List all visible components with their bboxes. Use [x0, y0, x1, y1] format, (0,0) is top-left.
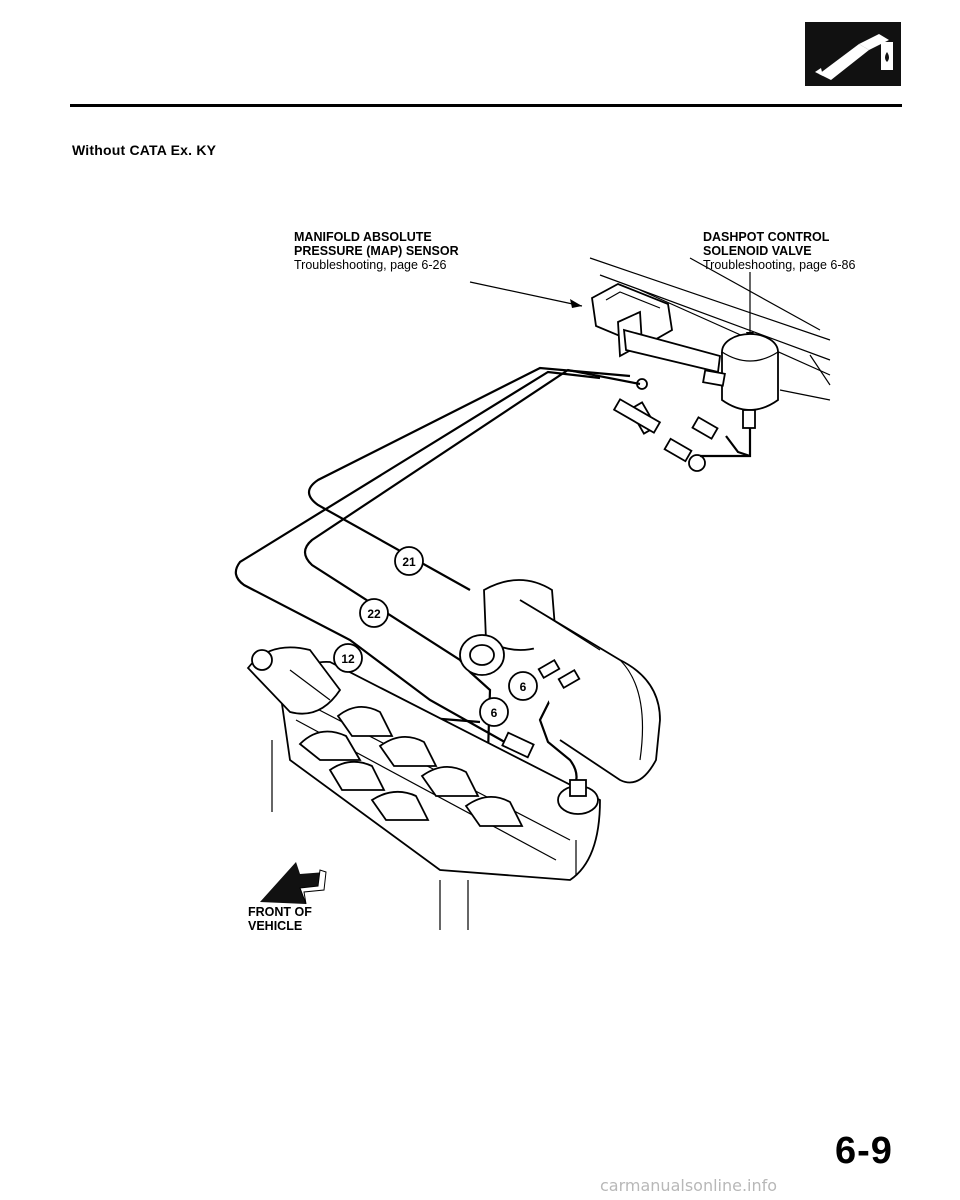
map-sensor-reference: Troubleshooting, page 6-26 — [294, 258, 447, 272]
hose-badge-22: 22 — [359, 598, 389, 628]
vacuum-fitting — [501, 658, 599, 815]
front-of-vehicle-label: FRONT OF VEHICLE — [248, 905, 312, 933]
hose-badge-6-lower-text: 6 — [491, 706, 498, 720]
map-sensor-callout: MANIFOLD ABSOLUTE PRESSURE (MAP) SENSOR … — [294, 230, 459, 272]
header-rule — [70, 104, 902, 107]
hose-connectors-top — [612, 378, 719, 472]
hose-badge-12: 12 — [333, 643, 363, 673]
watermark-text: carmanualsonline.info — [600, 1176, 778, 1195]
dashpot-valve-title-line2: SOLENOID VALVE — [703, 244, 812, 258]
map-sensor — [591, 283, 721, 374]
front-arrow-icon — [260, 862, 327, 905]
section-subtitle: Without CATA Ex. KY — [72, 142, 217, 158]
intake-rail — [589, 257, 831, 401]
map-sensor-title-line2: PRESSURE (MAP) SENSOR — [294, 244, 459, 258]
hose-badge-6-lower: 6 — [479, 697, 509, 727]
map-sensor-leader-line — [469, 281, 583, 308]
hose-badge-12-text: 12 — [341, 652, 355, 666]
page-number: 6-9 — [835, 1130, 893, 1172]
engine-cylinder-head — [246, 646, 601, 930]
hose-badge-22-text: 22 — [367, 607, 381, 621]
throttle-body — [459, 579, 661, 784]
front-of-vehicle-line2: VEHICLE — [248, 919, 303, 933]
dashpot-valve-reference: Troubleshooting, page 6-86 — [703, 258, 856, 272]
front-of-vehicle-line1: FRONT OF — [248, 905, 312, 919]
hose-badge-6-upper: 6 — [508, 671, 538, 701]
dashpot-valve-title-line1: DASHPOT CONTROL — [703, 230, 830, 244]
hose-badge-21-text: 21 — [402, 555, 416, 569]
dashpot-control-solenoid-valve — [702, 333, 779, 429]
fuel-nozzle-icon — [805, 22, 901, 86]
hose-badge-6-upper-text: 6 — [520, 680, 527, 694]
hose-badge-21: 21 — [394, 546, 424, 576]
map-sensor-title-line1: MANIFOLD ABSOLUTE — [294, 230, 432, 244]
dashpot-valve-callout: DASHPOT CONTROL SOLENOID VALVE Troublesh… — [703, 230, 855, 272]
